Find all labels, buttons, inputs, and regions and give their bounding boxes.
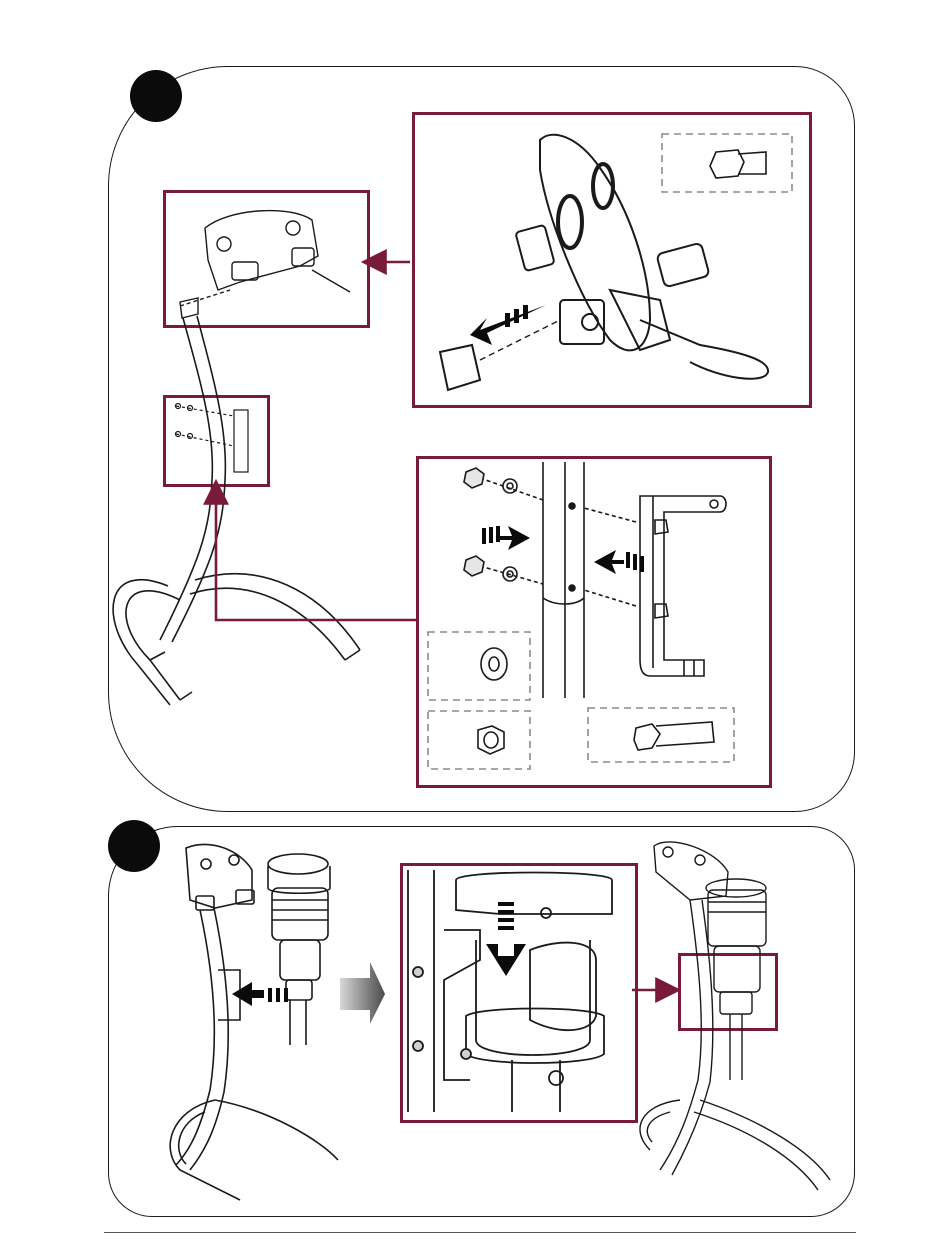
leader-arrow-2 <box>216 484 416 620</box>
nut-box <box>428 711 530 769</box>
washer <box>481 648 507 680</box>
pump-step-2 <box>268 854 330 1045</box>
bracket-mount-detail <box>440 135 768 390</box>
bolt-hardware <box>710 150 766 178</box>
mount-plate-mini <box>180 211 350 318</box>
assembled-result <box>640 842 830 1190</box>
footer-rule <box>104 1232 856 1233</box>
washer-box <box>428 632 530 700</box>
clamp-bracket-detail <box>480 462 726 698</box>
stand-step-1 <box>113 316 360 705</box>
direction-arrow-2 <box>482 526 530 550</box>
long-bolt-box <box>588 708 734 762</box>
pump-insertion-detail <box>408 870 612 1112</box>
nut <box>478 726 504 754</box>
bolt-hardware-box <box>662 134 792 192</box>
long-bolt <box>634 722 714 750</box>
gradient-arrow <box>340 962 385 1024</box>
nut-washer-set <box>464 468 517 581</box>
stand-step-2 <box>170 844 338 1200</box>
direction-arrow-3 <box>594 550 644 574</box>
